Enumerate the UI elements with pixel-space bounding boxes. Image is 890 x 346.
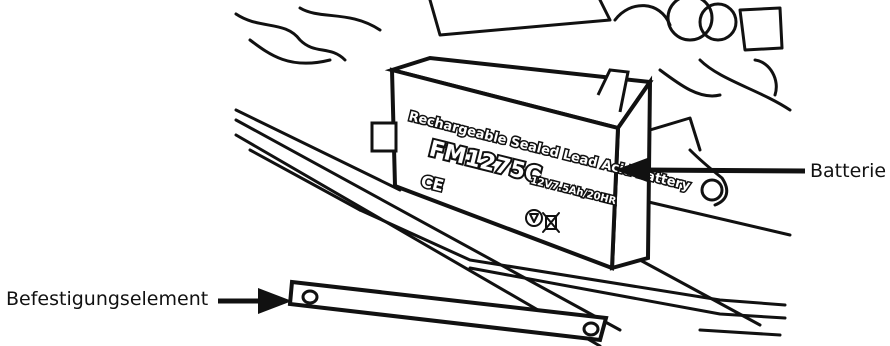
mounting-bracket-illustration xyxy=(290,282,606,340)
crossed-bin-icon xyxy=(543,213,559,232)
callout-arrow-icon xyxy=(218,288,292,314)
battery-callout-label: Batterie xyxy=(810,160,886,182)
fastener-callout-label: Befestigungselement xyxy=(6,288,208,310)
battery-terminal-cable xyxy=(690,150,740,205)
